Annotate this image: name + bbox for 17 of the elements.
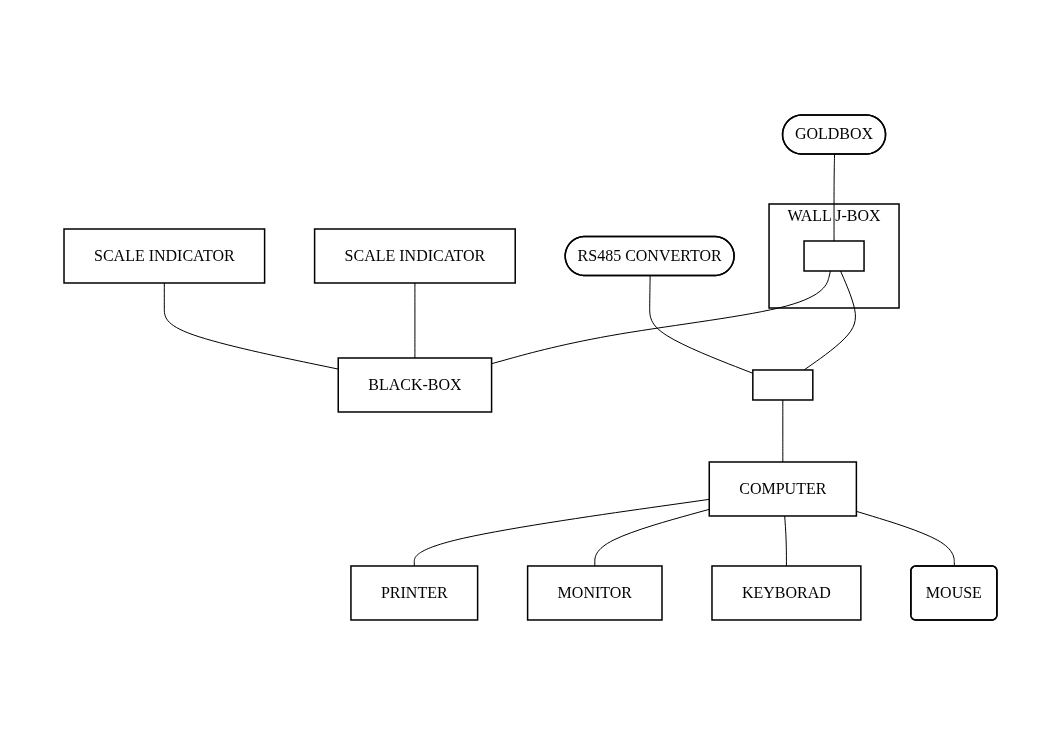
- connector: [413, 282, 415, 358]
- node-box: PRINTER: [349, 564, 478, 621]
- connector: [855, 510, 955, 567]
- connector: [783, 515, 787, 566]
- connector: [648, 275, 753, 374]
- node-box: KEYBORAD: [710, 564, 862, 621]
- node-box: [802, 239, 865, 272]
- node-box: COMPUTER: [708, 460, 857, 517]
- connector: [833, 153, 835, 241]
- node-box: SCALE INDICATOR: [313, 227, 516, 284]
- node-box: BLACK-BOX: [337, 356, 492, 413]
- node-box: SCALE INDICATOR: [62, 227, 265, 284]
- cluster: WALL J-BOX: [767, 202, 900, 309]
- node-box: [751, 368, 814, 401]
- connector: [803, 270, 856, 370]
- node-box: MONITOR: [526, 564, 663, 621]
- connector: [781, 399, 783, 462]
